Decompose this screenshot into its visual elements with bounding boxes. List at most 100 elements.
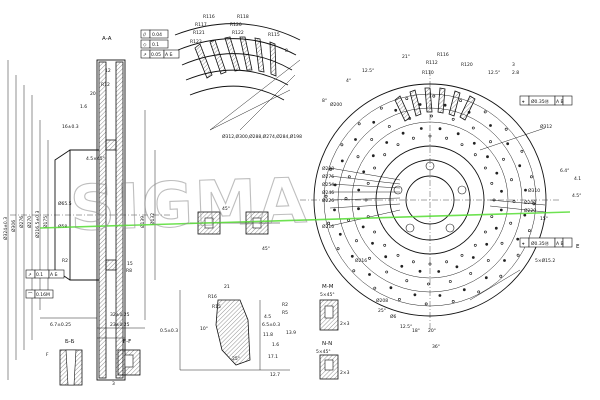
hatch-friction-ring-outer bbox=[98, 61, 107, 379]
drill-hole bbox=[460, 253, 464, 257]
section-label-a-a: А-А bbox=[102, 36, 112, 42]
svg-text:Б-Б: Б-Б bbox=[65, 339, 75, 345]
detail-d8: 1.6 bbox=[272, 342, 279, 348]
disc-angle-3: 12.5° bbox=[488, 70, 500, 76]
svg-text:F: F bbox=[46, 352, 49, 358]
mm-chamfer: 5×45° bbox=[320, 292, 335, 298]
section-b-b: Б-Б bbox=[59, 339, 83, 386]
disc-angle-10: 18° bbox=[412, 328, 420, 334]
drill-hole bbox=[518, 164, 522, 168]
drill-hole bbox=[394, 108, 398, 112]
drill-hole bbox=[397, 297, 401, 301]
detail-10deg: 10° bbox=[200, 326, 208, 332]
disc-d6: Ø216 bbox=[322, 223, 334, 230]
drill-hole bbox=[383, 153, 387, 157]
dim-d2: Ø306 bbox=[10, 220, 17, 232]
dim-t2: 4.5×45° bbox=[86, 156, 105, 162]
drill-hole bbox=[456, 132, 460, 136]
k-dim-45-1: 45° bbox=[222, 206, 230, 212]
svg-text:M-M: M-M bbox=[322, 284, 334, 290]
drill-hole bbox=[424, 302, 428, 306]
disc-angle-7: 4.5° bbox=[572, 193, 581, 199]
disc-angle-9: 12.5° bbox=[400, 324, 412, 330]
drill-hole bbox=[340, 143, 344, 147]
dim-r1: R12 bbox=[101, 82, 110, 88]
drill-hole bbox=[460, 143, 464, 147]
disc-d2: Ø276 bbox=[322, 173, 334, 180]
dim-n12: 12 bbox=[105, 68, 111, 74]
drill-hole bbox=[368, 273, 371, 276]
mm-depth: 2×3 bbox=[340, 321, 350, 327]
rotor-outline bbox=[96, 59, 126, 381]
svg-text:↗: ↗ bbox=[143, 53, 147, 58]
drill-hole bbox=[355, 239, 358, 243]
vane-arc-detail: R116 R117 R120 R121 R122 R123 R118 R115 … bbox=[174, 14, 302, 140]
drill-hole bbox=[499, 274, 503, 278]
drill-hole bbox=[373, 286, 377, 290]
drill-hole bbox=[338, 232, 342, 236]
k-dim-45-2: 45° bbox=[262, 246, 270, 252]
drill-hole bbox=[459, 99, 463, 103]
drill-hole bbox=[503, 259, 506, 262]
drill-hole bbox=[401, 131, 405, 135]
tol-frame-6: ⌖ Ø0.35Ⓜ А В bbox=[519, 95, 573, 106]
drill-hole bbox=[396, 253, 400, 257]
drill-hole bbox=[510, 178, 513, 182]
disc-angle-1: 21° bbox=[402, 54, 410, 60]
svg-text://: // bbox=[143, 32, 147, 38]
drill-hole bbox=[333, 183, 337, 187]
disc-angle-6: 6.4° bbox=[560, 168, 569, 174]
disc-d7: Ø200 bbox=[330, 101, 342, 108]
drill-hole bbox=[413, 293, 417, 297]
drill-hole bbox=[384, 255, 388, 259]
detail-d6: 12.7 bbox=[270, 372, 280, 378]
dim-n15: 15 bbox=[127, 261, 133, 267]
tol-frame-1: // 0.04 bbox=[140, 29, 169, 39]
drill-hole bbox=[427, 282, 430, 286]
disc-angle-4: 4° bbox=[346, 78, 351, 84]
disc-d4: Ø246 bbox=[322, 189, 334, 196]
drill-hole bbox=[490, 181, 494, 185]
drill-hole bbox=[352, 269, 356, 273]
drill-hole bbox=[492, 198, 496, 202]
watermark-text: SIGMA bbox=[69, 164, 310, 245]
svg-text:Ø0.35Ⓜ: Ø0.35Ⓜ bbox=[531, 98, 550, 105]
drill-hole bbox=[419, 127, 423, 130]
drill-hole bbox=[361, 225, 365, 229]
dim-n20: 20 bbox=[90, 91, 96, 97]
detail-r2: R2 bbox=[282, 302, 288, 308]
drill-hole bbox=[370, 138, 374, 141]
disc-angle-5: 8° bbox=[322, 98, 327, 104]
svg-text:⌖: ⌖ bbox=[522, 242, 525, 247]
detail-21: 21 bbox=[224, 284, 230, 290]
arc-label-8mm: 8 bbox=[285, 48, 288, 54]
watermark-underline bbox=[39, 211, 571, 229]
drill-hole bbox=[483, 110, 487, 114]
svg-text:А Б: А Б bbox=[165, 52, 173, 58]
dim-d3: Ø276 bbox=[18, 216, 25, 228]
drill-hole bbox=[471, 256, 475, 259]
disc-rd4: Ø220 bbox=[524, 207, 536, 214]
drill-hole bbox=[502, 157, 505, 161]
detail-25deg: 25° bbox=[232, 356, 240, 362]
disc-misc-5: 2.8 bbox=[512, 70, 519, 76]
drill-hole bbox=[473, 153, 477, 157]
disc-r4: R110 bbox=[422, 70, 434, 76]
drill-hole bbox=[344, 197, 348, 200]
svg-text:0.05: 0.05 bbox=[151, 52, 161, 58]
disc-rd2: Ø310 bbox=[528, 187, 540, 194]
drill-hole bbox=[448, 280, 452, 283]
detail-r5: R5 bbox=[282, 310, 288, 316]
drill-hole bbox=[499, 208, 503, 212]
drill-hole bbox=[530, 175, 533, 179]
drill-hole bbox=[472, 141, 476, 145]
arc-label-6: R123 bbox=[190, 39, 202, 45]
svg-text:А Б: А Б bbox=[50, 272, 58, 278]
disc-r3: R112 bbox=[426, 60, 438, 66]
dim-d9: Ø65.5 bbox=[58, 200, 72, 207]
svg-text:А В: А В bbox=[556, 241, 564, 247]
drill-hole bbox=[506, 142, 510, 146]
drill-hole bbox=[430, 114, 433, 118]
drill-hole bbox=[443, 103, 447, 107]
watermark: SIGMA bbox=[39, 163, 571, 246]
